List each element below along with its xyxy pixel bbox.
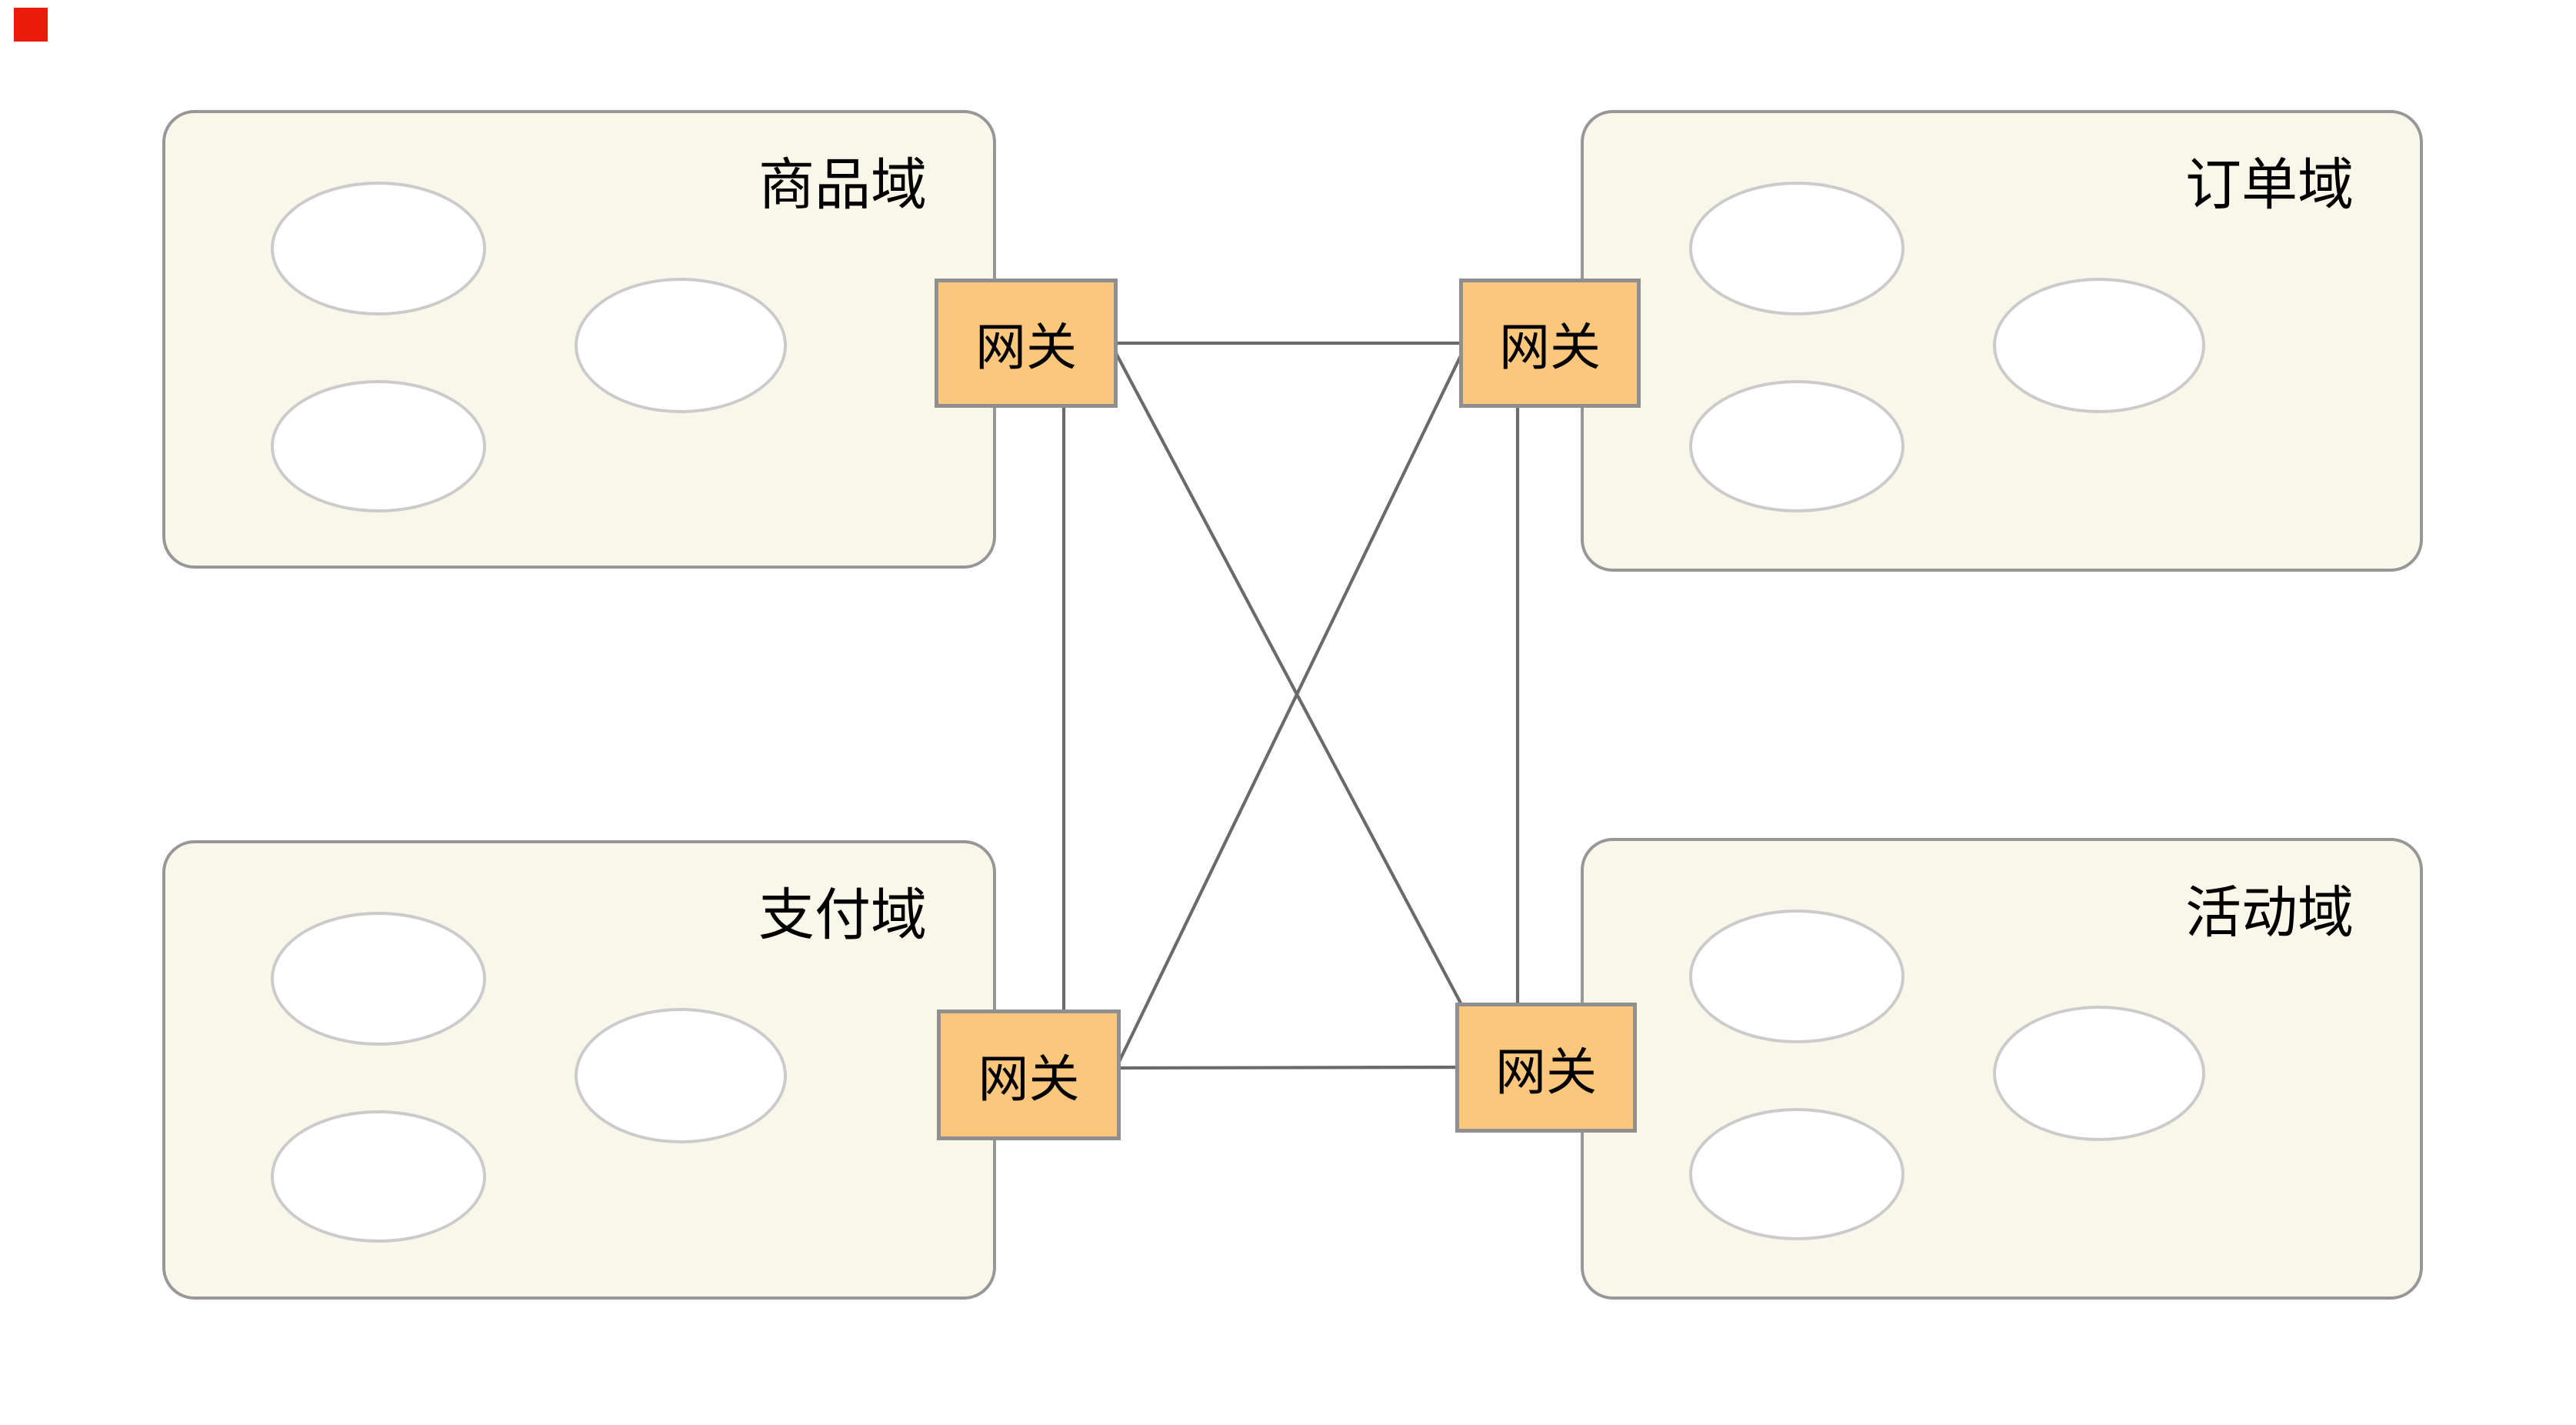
gateway-node-payment: 网关 xyxy=(937,1010,1121,1140)
gateway-label: 网关 xyxy=(975,319,1077,375)
service-ellipse xyxy=(271,1110,486,1243)
service-ellipse xyxy=(1689,909,1905,1043)
service-ellipse xyxy=(575,278,787,413)
service-ellipse xyxy=(271,182,486,315)
red-marker-square xyxy=(14,8,48,42)
domain-label-payment: 支付域 xyxy=(758,884,927,946)
connector-order-payment-gateways xyxy=(1114,345,1467,1070)
domain-label-order: 订单域 xyxy=(2185,154,2354,216)
service-ellipse xyxy=(575,1008,787,1143)
gateway-node-order: 网关 xyxy=(1459,279,1641,408)
connector-payment-activity-gateways xyxy=(1111,1065,1466,1070)
domain-box-activity: 活动域 xyxy=(1581,838,2423,1300)
domain-label-product: 商品域 xyxy=(758,154,927,216)
domain-box-order: 订单域 xyxy=(1581,110,2423,572)
connector-product-activity-gateways xyxy=(1110,344,1467,1013)
service-ellipse xyxy=(1689,1108,1905,1240)
service-ellipse xyxy=(1689,380,1905,512)
service-ellipse xyxy=(1993,1006,2205,1141)
domain-box-product: 商品域 xyxy=(162,110,996,569)
domain-box-payment: 支付域 xyxy=(162,840,996,1300)
domain-label-activity: 活动域 xyxy=(2185,882,2354,944)
gateway-label: 网关 xyxy=(978,1050,1080,1107)
gateway-label: 网关 xyxy=(1495,1043,1597,1100)
service-ellipse xyxy=(271,380,486,512)
service-ellipse xyxy=(1993,278,2205,413)
gateway-node-activity: 网关 xyxy=(1455,1003,1637,1133)
gateway-label: 网关 xyxy=(1499,319,1601,375)
service-ellipse xyxy=(1689,182,1905,315)
gateway-node-product: 网关 xyxy=(935,279,1118,408)
service-ellipse xyxy=(271,912,486,1046)
